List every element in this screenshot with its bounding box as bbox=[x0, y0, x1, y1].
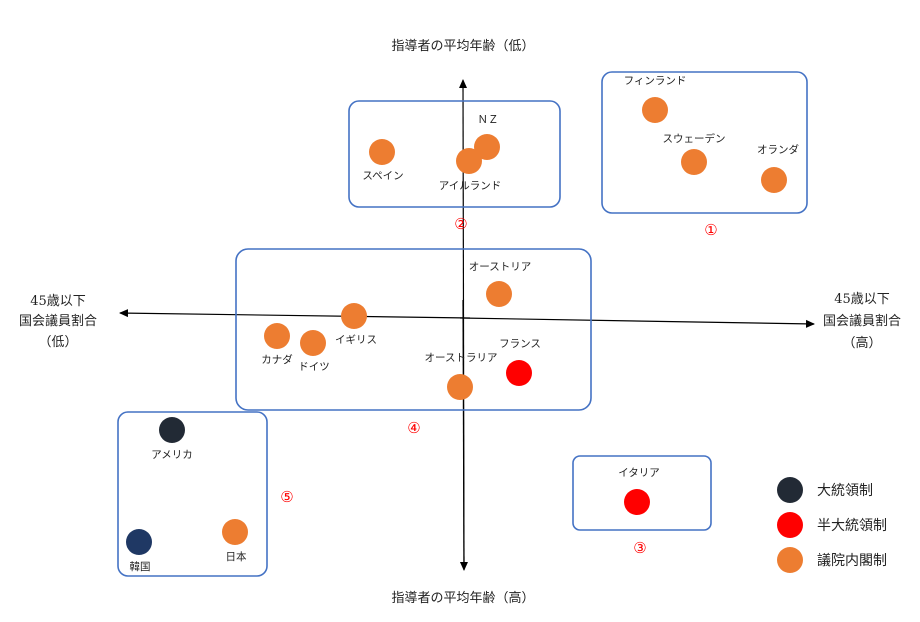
axis-label-right-1: 45歳以下 bbox=[834, 292, 890, 307]
country-dot-france bbox=[506, 360, 532, 386]
group-number-3: ③ bbox=[633, 539, 646, 557]
legend-label-presidential: 大統領制 bbox=[817, 482, 873, 499]
country-dot-japan bbox=[222, 519, 248, 545]
group-box-4 bbox=[235, 248, 592, 411]
legend-dot-semi-presidential bbox=[777, 512, 803, 538]
country-label-spain: スペイン bbox=[362, 170, 403, 182]
group-number-1: ① bbox=[704, 221, 717, 239]
country-label-austria-1: オーストリア bbox=[469, 261, 531, 273]
country-dot-austria-2 bbox=[447, 374, 473, 400]
country-dot-uk bbox=[341, 303, 367, 329]
group-number-4: ④ bbox=[407, 419, 420, 437]
country-dot-ireland bbox=[456, 148, 482, 174]
legend: 大統領制 半大統領制 議院内閣制 bbox=[777, 477, 887, 573]
axis-label-bottom: 指導者の平均年齢（高） bbox=[391, 590, 534, 606]
group-number-5: ⑤ bbox=[280, 488, 293, 506]
axis-label-right-2: 国会議員割合 bbox=[823, 313, 901, 329]
country-label-austria-2: オーストラリア bbox=[425, 352, 498, 364]
country-label-sweden: スウェーデン bbox=[663, 132, 726, 145]
country-label-uk: イギリス bbox=[335, 334, 377, 346]
vertical-axis-down bbox=[459, 299, 468, 571]
horizontal-axis-right bbox=[459, 317, 815, 328]
legend-dot-parliamentary bbox=[777, 547, 803, 573]
country-label-germany: ドイツ bbox=[298, 361, 330, 373]
country-dot-sweden bbox=[681, 149, 707, 175]
legend-label-parliamentary: 議院内閣制 bbox=[817, 552, 887, 569]
country-label-japan: 日本 bbox=[226, 550, 247, 563]
country-dot-finland bbox=[642, 97, 668, 123]
country-label-korea: 韓国 bbox=[130, 561, 151, 573]
country-dot-austria-1 bbox=[486, 281, 512, 307]
axis-label-left-2: 国会議員割合 bbox=[19, 313, 97, 329]
axis-label-right-3: （高） bbox=[842, 335, 881, 351]
country-dot-canada bbox=[264, 323, 290, 349]
country-label-netherlands: オランダ bbox=[757, 143, 799, 156]
country-dot-korea bbox=[126, 529, 152, 555]
country-label-ireland: アイルランド bbox=[439, 180, 501, 192]
group-number-2: ② bbox=[454, 215, 467, 233]
country-label-canada: カナダ bbox=[261, 353, 293, 366]
axis-label-left-1: 45歳以下 bbox=[30, 294, 86, 309]
country-dot-usa bbox=[159, 417, 185, 443]
legend-label-semi-presidential: 半大統領制 bbox=[817, 517, 887, 534]
country-label-nz: ＮＺ bbox=[478, 114, 499, 126]
country-dot-nz bbox=[474, 134, 500, 160]
country-label-finland: フィンランド bbox=[624, 75, 687, 87]
group-box-3 bbox=[572, 455, 712, 531]
axis-label-top: 指導者の平均年齢（低） bbox=[391, 39, 534, 54]
axis-label-left-3: （低） bbox=[38, 335, 77, 350]
horizontal-axis bbox=[119, 309, 471, 319]
country-dot-italy bbox=[624, 489, 650, 515]
country-dot-germany bbox=[300, 330, 326, 356]
group-box-5 bbox=[117, 411, 268, 577]
legend-dot-presidential bbox=[777, 477, 803, 503]
country-dot-spain bbox=[369, 139, 395, 165]
country-label-usa: アメリカ bbox=[151, 449, 192, 461]
country-label-italy: イタリア bbox=[618, 467, 660, 479]
country-label-france: フランス bbox=[499, 338, 541, 350]
group-box-1 bbox=[601, 71, 808, 214]
group-box-2 bbox=[348, 100, 561, 208]
country-dot-netherlands bbox=[761, 167, 787, 193]
